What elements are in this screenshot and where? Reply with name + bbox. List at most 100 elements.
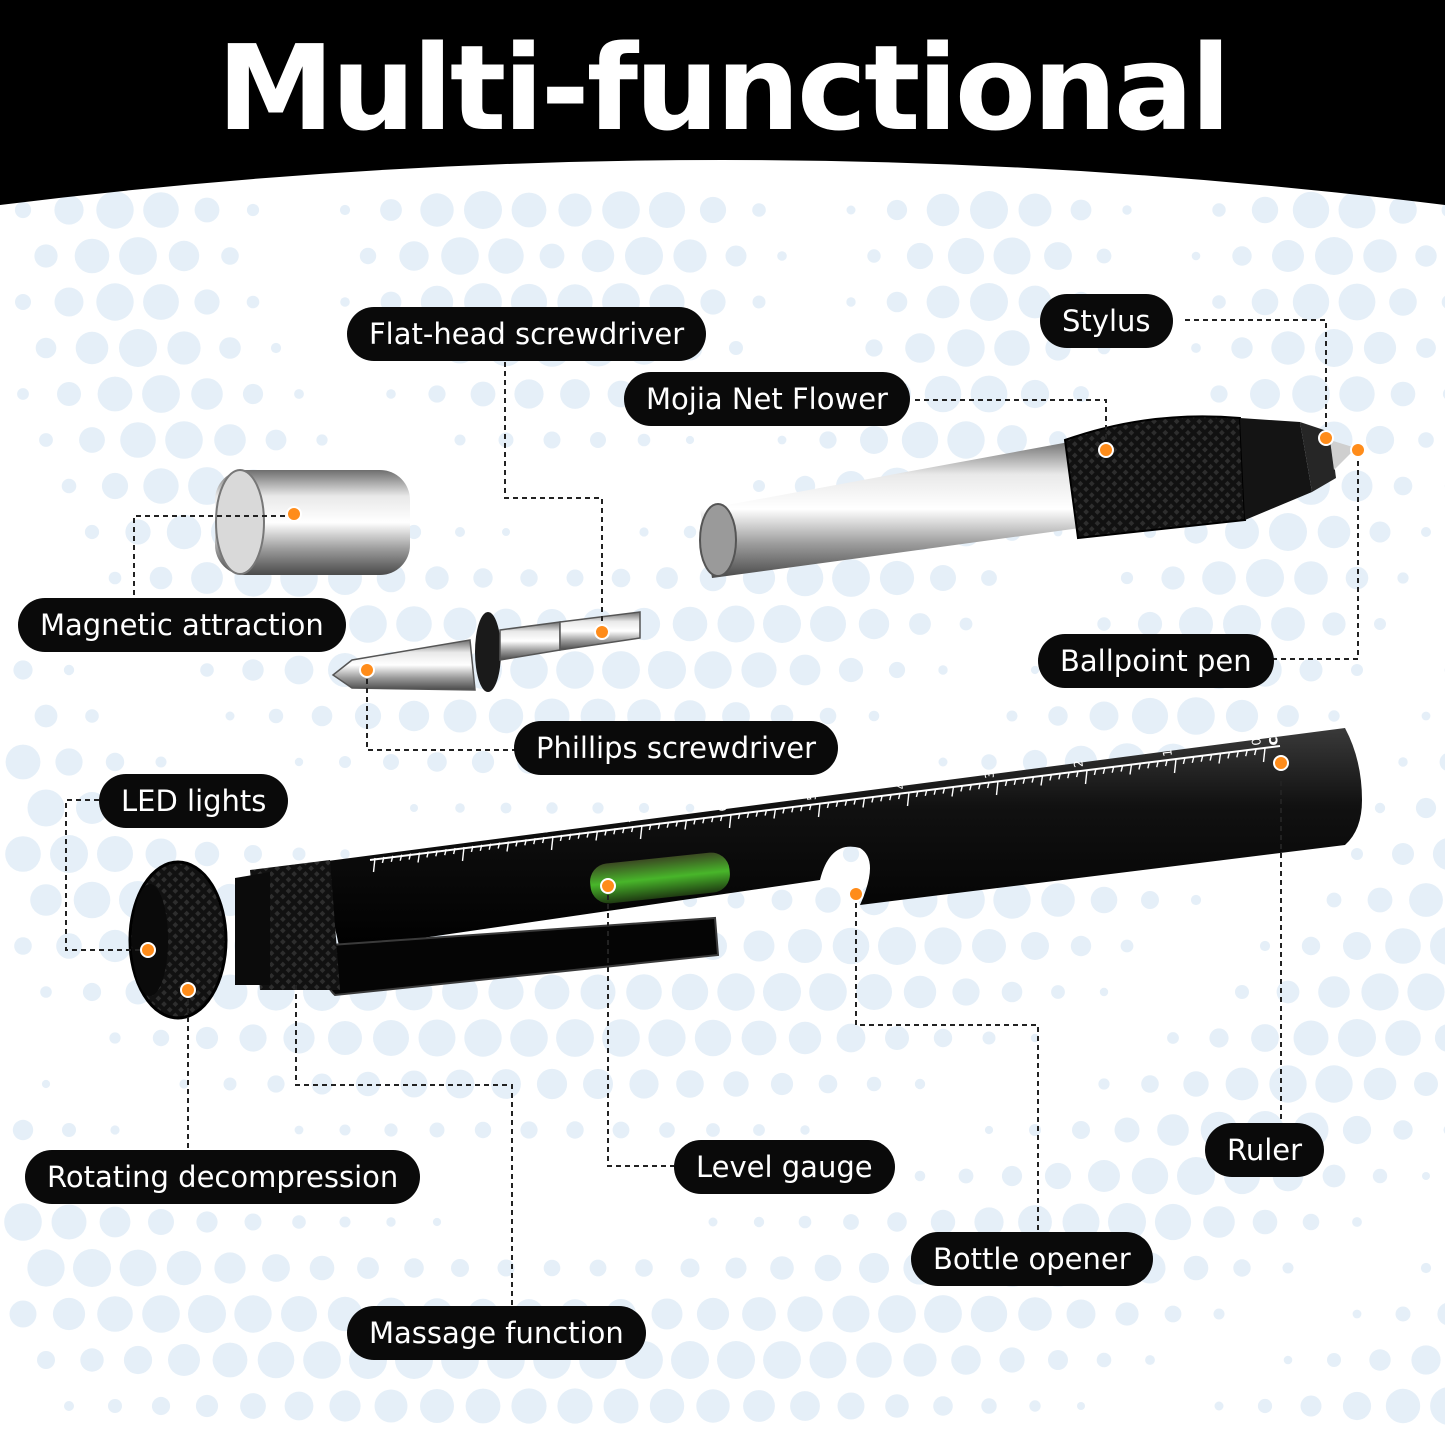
marker-ballpoint (1350, 442, 1366, 458)
ruler-tick (1013, 778, 1017, 785)
ruler-digit: 3 (982, 770, 997, 779)
ruler-tick (515, 840, 519, 847)
ruler-tick (817, 802, 821, 818)
ruler-tick (764, 809, 768, 816)
page-title: Multi-functional (216, 19, 1231, 157)
screwdriver-bit (331, 611, 641, 692)
marker-mojia (1098, 442, 1114, 458)
magnetic-cap (215, 469, 410, 575)
ruler-tick (595, 830, 599, 841)
marker-level (600, 878, 616, 894)
pen-upper-part (699, 415, 1356, 578)
ruler-tick (844, 799, 848, 806)
ruler-digit: 9 (448, 836, 463, 845)
marker-led (140, 942, 156, 958)
ruler-tick (675, 820, 679, 827)
ruler-tick (604, 829, 608, 836)
ruler-tick (479, 844, 483, 851)
ruler-tick (791, 806, 794, 813)
ruler-tick (1129, 764, 1133, 775)
ruler-tick (1022, 777, 1026, 784)
ruler-tick (488, 843, 492, 850)
label-bottle-opener: Bottle opener (911, 1232, 1153, 1286)
marker-magnetic (286, 506, 302, 522)
ruler-digit: 4 (893, 781, 908, 790)
ruler-tick (506, 841, 510, 852)
ruler-tick (639, 824, 643, 840)
ruler-tick (586, 831, 590, 838)
ruler-tick (1218, 753, 1222, 764)
ruler-tick (728, 813, 732, 829)
ruler-tick (1111, 766, 1115, 773)
label-level-gauge: Level gauge (674, 1140, 895, 1194)
ruler-tick (960, 785, 964, 792)
ruler-tick (1031, 776, 1035, 783)
label-led-lights: LED lights (99, 774, 289, 828)
marker-ruler (1273, 755, 1289, 771)
ruler-tick (399, 854, 403, 861)
ruler-tick (1173, 758, 1177, 774)
ruler-tick (951, 786, 955, 797)
marker-stylus (1318, 430, 1334, 446)
label-stylus: Stylus (1040, 294, 1173, 348)
marker-phillips (359, 662, 375, 678)
ruler-tick (1209, 754, 1213, 761)
ruler-tick (1147, 762, 1150, 769)
marker-bottle (848, 886, 864, 902)
ruler-digit: 5 (804, 792, 819, 801)
ruler-tick (444, 849, 447, 856)
ruler-tick (1182, 757, 1186, 765)
ruler-tick (1138, 763, 1142, 770)
ruler-tick (1067, 772, 1070, 779)
ruler-tick (408, 853, 412, 860)
ruler-tick (693, 818, 697, 825)
ruler-tick (853, 798, 857, 805)
ruler-tick (435, 850, 438, 857)
marker-rotating (180, 982, 196, 998)
ruler-tick (1227, 752, 1231, 759)
ruler-tick (470, 845, 474, 853)
ruler-tick (381, 856, 385, 864)
ruler-tick (880, 795, 883, 802)
ruler-tick (782, 807, 786, 814)
ruler-unit: cm (1261, 720, 1282, 747)
label-magnetic-attraction: Magnetic attraction (18, 598, 346, 652)
ruler-tick (1102, 767, 1106, 774)
ruler-tick (746, 811, 750, 818)
ruler-tick (1245, 750, 1248, 757)
ruler-tick (1253, 748, 1257, 756)
ruler-tick (1004, 779, 1008, 787)
label-phillips-screwdriver: Phillips screwdriver (514, 721, 839, 775)
ruler-tick (1084, 769, 1088, 785)
ruler-tick (1164, 759, 1168, 767)
ruler-tick (1093, 768, 1097, 776)
ruler-tick (550, 835, 554, 851)
ruler-tick (773, 808, 777, 819)
ruler-digit: 8 (537, 825, 552, 834)
ruler-digit: 7 (626, 814, 641, 823)
ruler-tick (862, 797, 866, 808)
ruler-tick (1120, 765, 1124, 772)
ruler-tick (461, 846, 465, 862)
ruler-tick (559, 834, 563, 842)
ruler-tick (906, 791, 910, 807)
label-massage-function: Massage function (347, 1306, 646, 1360)
ruler-digit: 6 (715, 803, 730, 812)
ruler-tick (524, 839, 527, 846)
ruler-tick (533, 838, 536, 845)
callout-markers (140, 430, 1366, 998)
ruler-tick (568, 833, 572, 840)
ruler-tick (995, 780, 999, 796)
leader-lines (65, 319, 1359, 1308)
ruler-tick (835, 800, 839, 807)
label-rotating-decompression: Rotating decompression (25, 1150, 421, 1204)
ruler-tick (969, 784, 972, 791)
ruler-tick (1058, 773, 1061, 780)
ruler-tick (986, 781, 990, 789)
ruler-tick (1262, 747, 1266, 763)
ruler-tick (390, 855, 394, 862)
